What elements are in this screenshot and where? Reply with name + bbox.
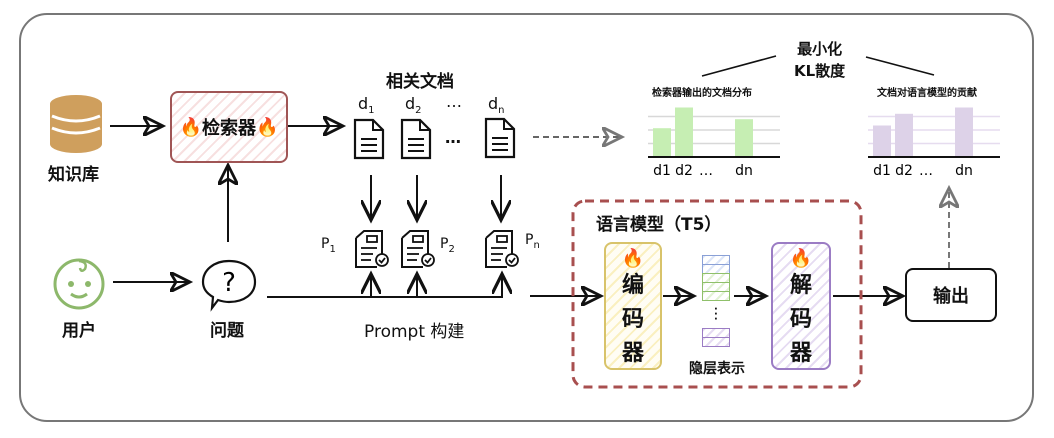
decoder-box[interactable]: 🔥 解码器	[771, 242, 831, 370]
bar-dn	[735, 119, 753, 157]
document-icon	[484, 117, 516, 159]
language-model-title: 语言模型（T5）	[596, 215, 722, 235]
question-label: 问题	[210, 321, 244, 341]
retriever-box[interactable]: 🔥 检索器 🔥	[170, 91, 288, 163]
fire-icon: 🔥	[789, 248, 813, 269]
hidden-state-stack: ···	[702, 255, 732, 347]
kl-line-right	[865, 56, 935, 76]
tick-label: …	[699, 163, 713, 179]
kl-line-left	[701, 55, 777, 77]
fire-icon: 🔥	[179, 116, 202, 138]
fire-icon: 🔥	[256, 116, 279, 138]
doc-label-1: d1	[358, 94, 375, 116]
bar-d2	[675, 107, 693, 157]
bar-d1	[653, 128, 671, 157]
fire-icon: 🔥	[621, 248, 645, 269]
document-icon	[400, 118, 432, 160]
language-model-box	[571, 199, 863, 389]
user-label: 用户	[62, 321, 96, 341]
tick-label: d1	[653, 163, 671, 179]
prompt-doc-check-icon	[401, 230, 435, 268]
prompt-label-n: Pn	[525, 232, 540, 251]
retriever-chart-title: 检索器输出的文档分布	[652, 88, 752, 99]
diagram-frame	[19, 13, 1034, 422]
doc-ellipsis: …	[445, 128, 461, 147]
output-box[interactable]: 输出	[905, 268, 997, 322]
encoder-label: 编码器	[621, 273, 644, 366]
decoder-label: 解码器	[789, 273, 812, 366]
prompt-label-1: P1	[321, 236, 336, 255]
question-bubble-icon: ?	[201, 259, 257, 312]
tick-label: dn	[955, 163, 973, 179]
knowledge-base-label: 知识库	[48, 165, 99, 185]
prompt-build-label: Prompt 构建	[364, 322, 465, 342]
output-label: 输出	[933, 286, 969, 307]
encoder-box[interactable]: 🔥 编码器	[604, 242, 662, 370]
hidden-representation-label: 隐层表示	[689, 361, 745, 377]
bar-dn	[955, 107, 973, 157]
bar-d1	[873, 125, 891, 157]
doc-label-n: dn	[488, 94, 505, 116]
user-face-icon	[53, 258, 105, 310]
doc-label-2: d2	[405, 94, 422, 116]
doc-label-ellipsis: …	[446, 92, 462, 111]
bar-d2	[895, 113, 913, 157]
retriever-label: 检索器	[202, 118, 256, 139]
prompt-doc-check-icon	[485, 230, 519, 268]
tick-label: d2	[675, 163, 693, 179]
prompt-doc-check-icon	[355, 230, 389, 268]
tick-label: …	[919, 163, 933, 179]
document-icon	[353, 118, 385, 160]
svg-text:?: ?	[222, 268, 236, 298]
database-icon	[50, 95, 102, 153]
tick-label: d2	[895, 163, 913, 179]
tick-label: dn	[735, 163, 753, 179]
relevant-docs-title: 相关文档	[386, 72, 454, 92]
kl-divergence-label: 最小化 KL散度	[794, 40, 846, 80]
lm-contribution-chart-title: 文档对语言模型的贡献	[877, 88, 977, 99]
prompt-label-2: P2	[440, 236, 455, 255]
tick-label: d1	[873, 163, 891, 179]
